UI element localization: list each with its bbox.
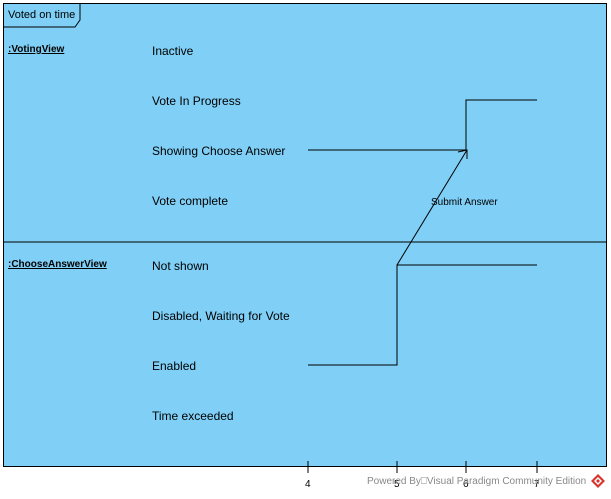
tick-label-6: 6 [463, 479, 469, 490]
lifeline-name-choose-answer-view: :ChooseAnswerView [8, 259, 107, 270]
frame-tab-outline [4, 4, 81, 28]
voting-view-timeline [308, 99, 537, 151]
lifeline-name-voting-view: :VotingView [8, 44, 65, 55]
footer-powered-by: Powered By⎕Visual Paradigm Community Edi… [367, 476, 587, 487]
state-voting-showing-choose-answer: Showing Choose Answer [152, 144, 286, 158]
state-choose-time-exceeded: Time exceeded [152, 409, 234, 423]
submit-answer-arrowhead [457, 149, 468, 159]
timing-diagram-frame [3, 3, 607, 467]
tick-label-7: 7 [534, 479, 540, 490]
visual-paradigm-logo-icon [591, 474, 605, 488]
state-choose-enabled: Enabled [152, 359, 197, 373]
state-voting-complete: Vote complete [152, 194, 229, 208]
state-voting-in-progress: Vote In Progress [152, 94, 241, 108]
state-choose-disabled-waiting: Disabled, Waiting for Vote [152, 309, 290, 323]
state-voting-inactive: Inactive [152, 44, 194, 58]
message-label-submit-answer: Submit Answer [431, 197, 498, 208]
submit-answer-message-line [396, 149, 468, 266]
choose-answer-view-timeline [308, 264, 537, 366]
frame-title: Voted on time [8, 9, 76, 21]
state-choose-not-shown: Not shown [152, 259, 209, 273]
tick-label-4: 4 [305, 479, 311, 490]
tick-label-5: 5 [394, 479, 400, 490]
